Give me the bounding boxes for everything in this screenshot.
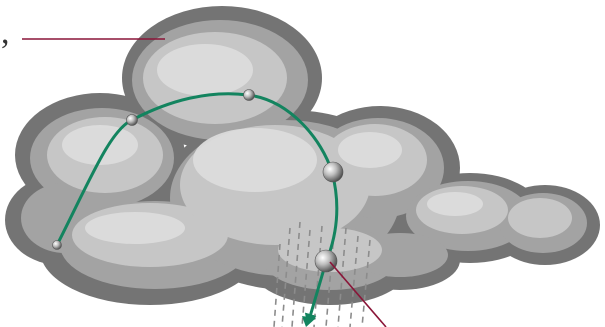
hailstone-icon [244, 90, 255, 101]
hailstone-icon [53, 241, 62, 250]
cloud-icon [5, 6, 600, 305]
hailstone-icon [315, 250, 337, 272]
hailstone-icon [323, 162, 343, 182]
fragment-label: , [1, 14, 10, 52]
hailstone-icon [127, 115, 138, 126]
